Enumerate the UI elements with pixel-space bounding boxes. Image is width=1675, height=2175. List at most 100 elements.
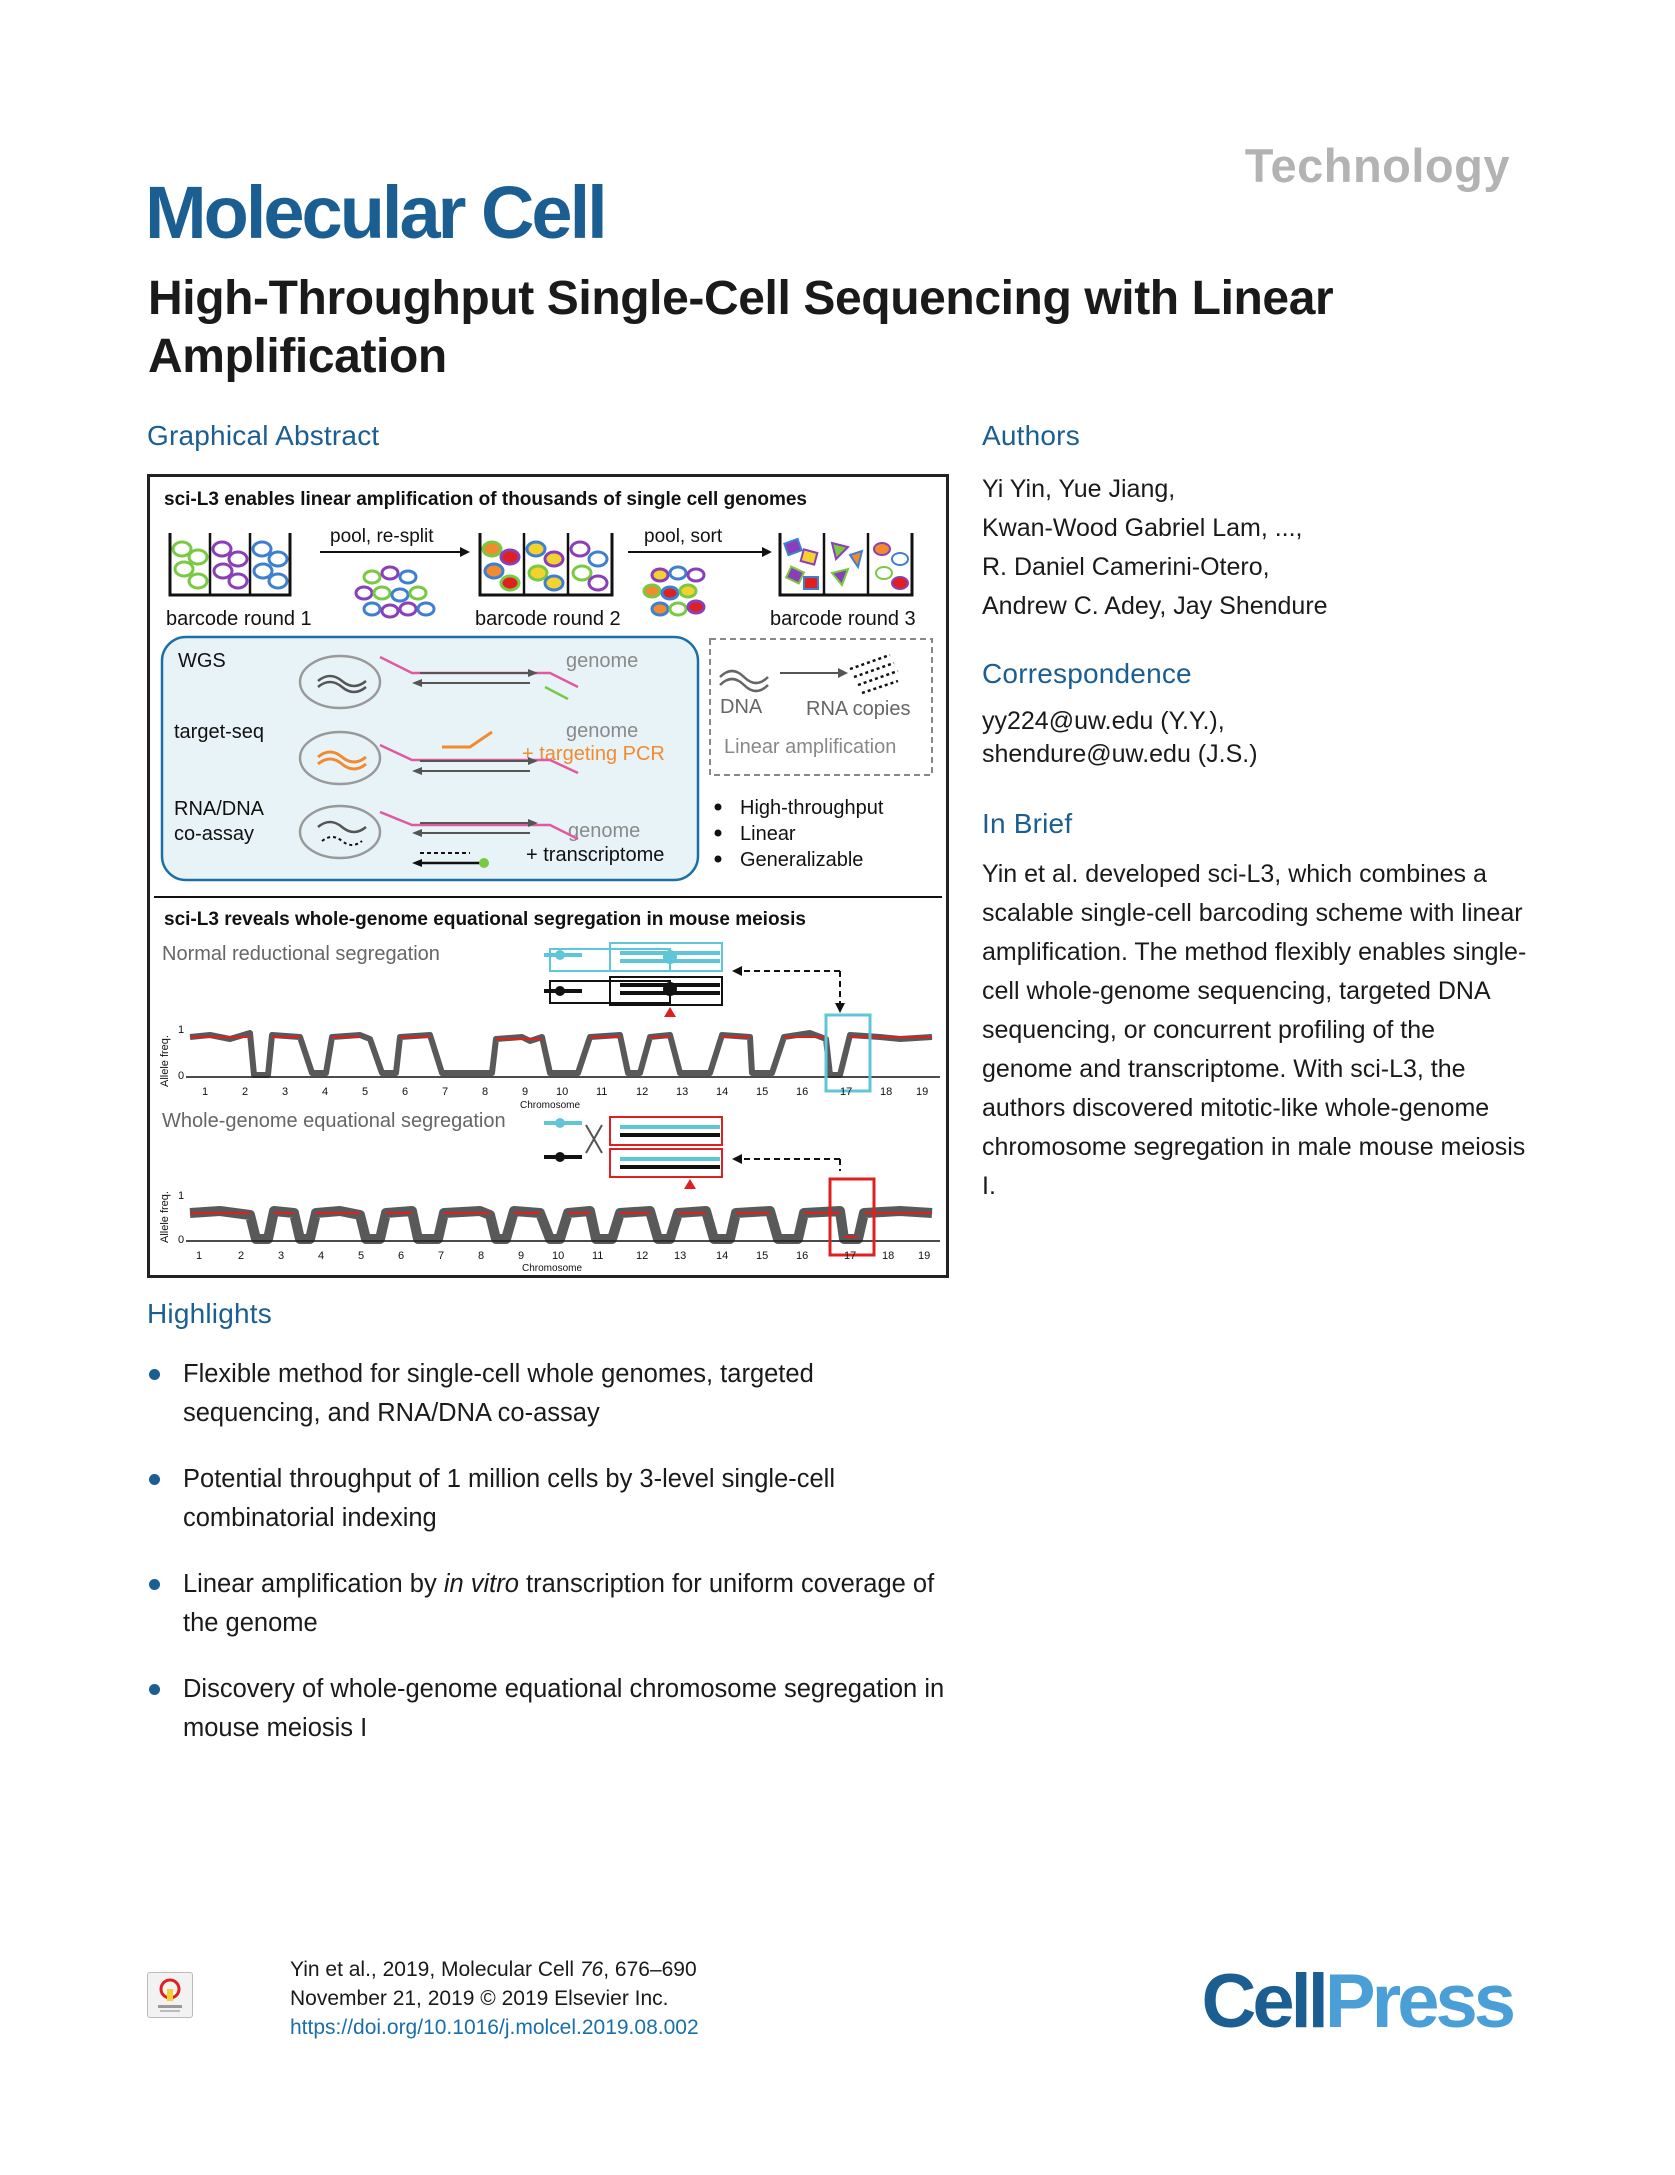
linear-dna-label: DNA: [720, 696, 763, 718]
graphical-abstract: sci-L3 enables linear amplification of t…: [147, 474, 949, 1278]
linear-caption: Linear amplification: [724, 736, 896, 758]
normal-chr-4: 4: [322, 1086, 328, 1098]
label-pool-resplit: pool, re-split: [330, 526, 434, 547]
email-link[interactable]: shendure@uw.edu (J.S.): [982, 740, 1258, 768]
section-type: Technology: [1244, 139, 1510, 192]
doi-link[interactable]: https://doi.org/10.1016/j.molcel.2019.08…: [290, 2016, 699, 2039]
in-brief-text: Yin et al. developed sci-L3, which combi…: [982, 860, 1527, 1200]
equational-chr-5: 5: [358, 1250, 364, 1262]
highlights-label: Highlights: [147, 1298, 272, 1329]
pooled-cells-1: [354, 565, 436, 619]
linear-amplification-box: [709, 638, 933, 776]
normal-x-axis-label: Chromosome: [520, 1100, 580, 1111]
normal-chr-1: 1: [202, 1086, 208, 1098]
check-for-updates-icon[interactable]: [147, 1972, 193, 2018]
author-line: Yi Yin, Yue Jiang,: [982, 475, 1176, 503]
label-equational-segregation: Whole-genome equational segregation: [162, 1110, 506, 1132]
logo-press: Press: [1324, 1959, 1516, 2044]
article-title: High-Throughput Single-Cell Sequencing w…: [148, 272, 1334, 383]
normal-chr-14: 14: [716, 1086, 728, 1098]
equational-chr-1: 1: [196, 1250, 202, 1262]
normal-chr-19: 19: [916, 1086, 928, 1098]
ga-top-title: sci-L3 enables linear amplification of t…: [164, 489, 807, 510]
method-coassay-label: RNA/DNA: [174, 798, 265, 820]
email-link[interactable]: yy224@uw.edu (Y.Y.),: [982, 707, 1225, 735]
bullet-icon: [149, 1684, 160, 1695]
cellpress-logo: CellPress: [1202, 1958, 1516, 2045]
normal-chr-5: 5: [362, 1086, 368, 1098]
label-round-1: barcode round 1: [166, 608, 312, 630]
equational-segregation-schematic: [544, 1116, 841, 1189]
method-coassay-transcriptome: + transcriptome: [526, 844, 664, 866]
normal-chr-17: 17: [840, 1086, 852, 1098]
bullet-icon: [149, 1369, 160, 1380]
in-brief-label: In Brief: [982, 808, 1073, 839]
equational-x-axis-label: Chromosome: [522, 1263, 582, 1274]
normal-chr-3: 3: [282, 1086, 288, 1098]
method-wgs-label: WGS: [178, 650, 226, 672]
equational-y-tick-1: 1: [178, 1190, 184, 1202]
equational-allele-track: Allele freq. 1 0: [159, 1177, 940, 1257]
wells-round-1: [168, 533, 292, 597]
normal-chr-15: 15: [756, 1086, 768, 1098]
equational-chr-3: 3: [278, 1250, 284, 1262]
correspondence-emails: yy224@uw.edu (Y.Y.), shendure@uw.edu (J.…: [982, 705, 1258, 771]
normal-y-tick-0: 0: [178, 1070, 184, 1082]
normal-chr-7: 7: [442, 1086, 448, 1098]
normal-chr-2: 2: [242, 1086, 248, 1098]
author-line: R. Daniel Camerini-Otero,: [982, 553, 1270, 581]
equational-chr-19: 19: [918, 1250, 930, 1262]
highlight-item: Linear amplification by in vitro transcr…: [147, 1565, 947, 1643]
graphical-abstract-label: Graphical Abstract: [147, 420, 380, 451]
equational-chr-12: 12: [636, 1250, 648, 1262]
method-targetseq-genome: genome: [566, 720, 638, 742]
highlights-list: Flexible method for single-cell whole ge…: [147, 1355, 947, 1775]
equational-chr-10: 10: [552, 1250, 564, 1262]
label-normal-segregation: Normal reductional segregation: [162, 943, 440, 965]
equational-chr-4: 4: [318, 1250, 324, 1262]
equational-chr-13: 13: [674, 1250, 686, 1262]
normal-chromosome-ticks: 1 2 3 4 5 6 7 8 9 10 11 12 13 14 15 16 1…: [202, 1086, 928, 1111]
normal-chr-9: 9: [522, 1086, 528, 1098]
normal-chr-18: 18: [880, 1086, 892, 1098]
normal-y-tick-1: 1: [178, 1024, 184, 1036]
equational-chr-17: 17: [844, 1250, 856, 1262]
wells-round-2: [478, 533, 614, 597]
normal-chr-12: 12: [636, 1086, 648, 1098]
equational-chr-11: 11: [592, 1250, 603, 1262]
highlight-item: Flexible method for single-cell whole ge…: [147, 1355, 947, 1433]
label-pool-sort: pool, sort: [644, 526, 723, 547]
pooled-cells-2: [642, 565, 706, 617]
equational-y-axis-label: Allele freq.: [159, 1191, 171, 1243]
normal-chr-8: 8: [482, 1086, 488, 1098]
label-round-2: barcode round 2: [475, 608, 621, 630]
highlight-item: Potential throughput of 1 million cells …: [147, 1460, 947, 1538]
equational-chromosome-ticks: 1 2 3 4 5 6 7 8 9 10 11 12 13 14 15 16 1…: [196, 1250, 930, 1274]
author-line: Kwan-Wood Gabriel Lam, ...,: [982, 514, 1303, 542]
highlight-emphasis: in vitro: [443, 1570, 519, 1598]
highlight-text: Linear amplification by: [183, 1570, 444, 1598]
normal-chr-13: 13: [676, 1086, 688, 1098]
footer-citation: Yin et al., 2019, Molecular Cell 76, 676…: [290, 1955, 699, 2042]
highlight-text: Flexible method for single-cell whole ge…: [183, 1360, 814, 1427]
methods-cell-icons: [298, 654, 382, 860]
method-wgs-genome: genome: [566, 650, 638, 672]
method-targetseq-pcr: + targeting PCR: [522, 743, 665, 765]
author-line: Andrew C. Adey, Jay Shendure: [982, 592, 1328, 620]
equational-y-tick-0: 0: [178, 1234, 184, 1246]
equational-chr-6: 6: [398, 1250, 404, 1262]
highlight-text: Potential throughput of 1 million cells …: [183, 1465, 836, 1532]
feature-high-throughput: High-throughput: [740, 797, 884, 819]
citation-volume: 76: [579, 1958, 604, 1981]
equational-chr-2: 2: [238, 1250, 244, 1262]
method-coassay-genome: genome: [568, 820, 640, 842]
feature-generalizable: Generalizable: [740, 849, 863, 871]
correspondence-label: Correspondence: [982, 658, 1192, 689]
ga-bottom-title: sci-L3 reveals whole-genome equational s…: [164, 909, 806, 930]
equational-chr-14: 14: [716, 1250, 728, 1262]
normal-segregation-schematic: [544, 942, 845, 1017]
equational-chr-8: 8: [478, 1250, 484, 1262]
normal-chr-10: 10: [556, 1086, 568, 1098]
bullet-icon: [149, 1579, 160, 1590]
highlight-text: Discovery of whole-genome equational chr…: [183, 1675, 945, 1742]
